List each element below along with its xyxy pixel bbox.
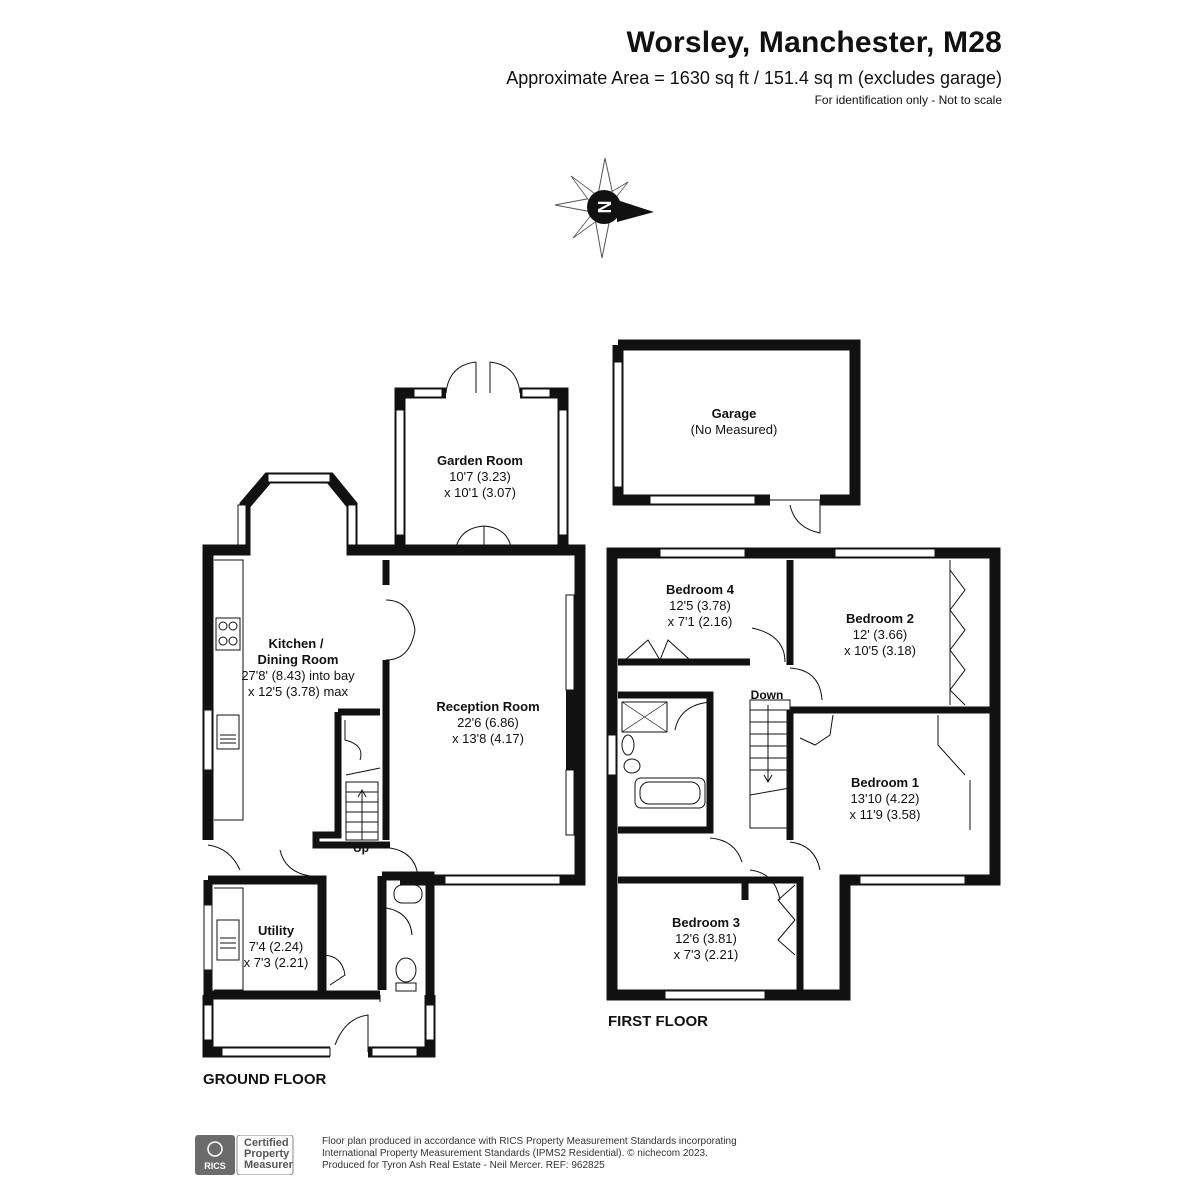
rics-certified-badge: RICS: [195, 1135, 294, 1175]
compass-icon: N: [554, 157, 654, 259]
bedroom1-dim1: 13'10 (4.22): [851, 791, 920, 806]
cert-line-2: Property: [244, 1148, 290, 1160]
bedroom3-name: Bedroom 3: [672, 915, 740, 930]
bedroom2-dim2: x 10'5 (3.18): [844, 643, 916, 658]
kitchen-dim1: 27'8' (8.43) into bay: [241, 668, 355, 683]
garage-dim1: (No Measured): [691, 422, 778, 437]
bedroom2-name: Bedroom 2: [846, 611, 914, 626]
bedroom4-dim1: 12'5 (3.78): [669, 598, 731, 613]
page-title: Worsley, Manchester, M28: [626, 26, 1002, 59]
bedroom4-dim2: x 7'1 (2.16): [668, 614, 733, 629]
garage-name: Garage: [712, 406, 757, 421]
room-labels: Garden Room 10'7 (3.23) x 10'1 (3.07) Ga…: [241, 406, 920, 970]
cert-line-1: Certified: [244, 1137, 289, 1149]
ground-floor-plan: [202, 361, 586, 1058]
rics-logo-text: RICS: [204, 1161, 226, 1171]
footer-line-1: Floor plan produced in accordance with R…: [322, 1136, 737, 1147]
garage-plan: [612, 339, 861, 534]
utility-name: Utility: [258, 923, 295, 938]
footer-line-2: International Property Measurement Stand…: [322, 1148, 708, 1159]
compass-letter: N: [594, 201, 614, 214]
garden-room-dim1: 10'7 (3.23): [449, 469, 511, 484]
ground-floor-label: GROUND FLOOR: [203, 1071, 327, 1088]
bedroom1-name: Bedroom 1: [851, 775, 919, 790]
footer-line-3: Produced for Tyron Ash Real Estate - Nei…: [322, 1160, 605, 1171]
footer-disclaimer: Floor plan produced in accordance with R…: [322, 1136, 792, 1172]
first-floor-label: FIRST FLOOR: [608, 1013, 708, 1030]
reception-dim1: 22'6 (6.86): [457, 715, 519, 730]
scale-note: For identification only - Not to scale: [814, 93, 1002, 107]
stairs-down-label: Down: [751, 688, 784, 702]
bedroom3-dim1: 12'6 (3.81): [675, 931, 737, 946]
kitchen-name2: Dining Room: [258, 652, 339, 667]
cert-line-3: Measurer: [244, 1159, 293, 1171]
kitchen-dim2: x 12'5 (3.78) max: [248, 684, 349, 699]
utility-dim1: 7'4 (2.24): [249, 939, 304, 954]
kitchen-name1: Kitchen /: [269, 636, 324, 651]
utility-dim2: x 7'3 (2.21): [244, 955, 309, 970]
bedroom1-dim2: x 11'9 (3.58): [850, 807, 921, 822]
stairs-up-label: Up: [353, 841, 369, 855]
bedroom2-dim1: 12' (3.66): [853, 627, 908, 642]
bedroom4-name: Bedroom 4: [666, 582, 735, 597]
garden-room-name: Garden Room: [437, 453, 523, 468]
certified-measurer-label: Certified Property Measurer: [244, 1138, 293, 1171]
bedroom3-dim2: x 7'3 (2.21): [674, 947, 739, 962]
first-floor-plan: [606, 547, 1001, 1001]
reception-dim2: x 13'8 (4.17): [452, 731, 524, 746]
garden-room-dim2: x 10'1 (3.07): [444, 485, 516, 500]
area-summary: Approximate Area = 1630 sq ft / 151.4 sq…: [506, 68, 1002, 88]
reception-name: Reception Room: [436, 699, 539, 714]
